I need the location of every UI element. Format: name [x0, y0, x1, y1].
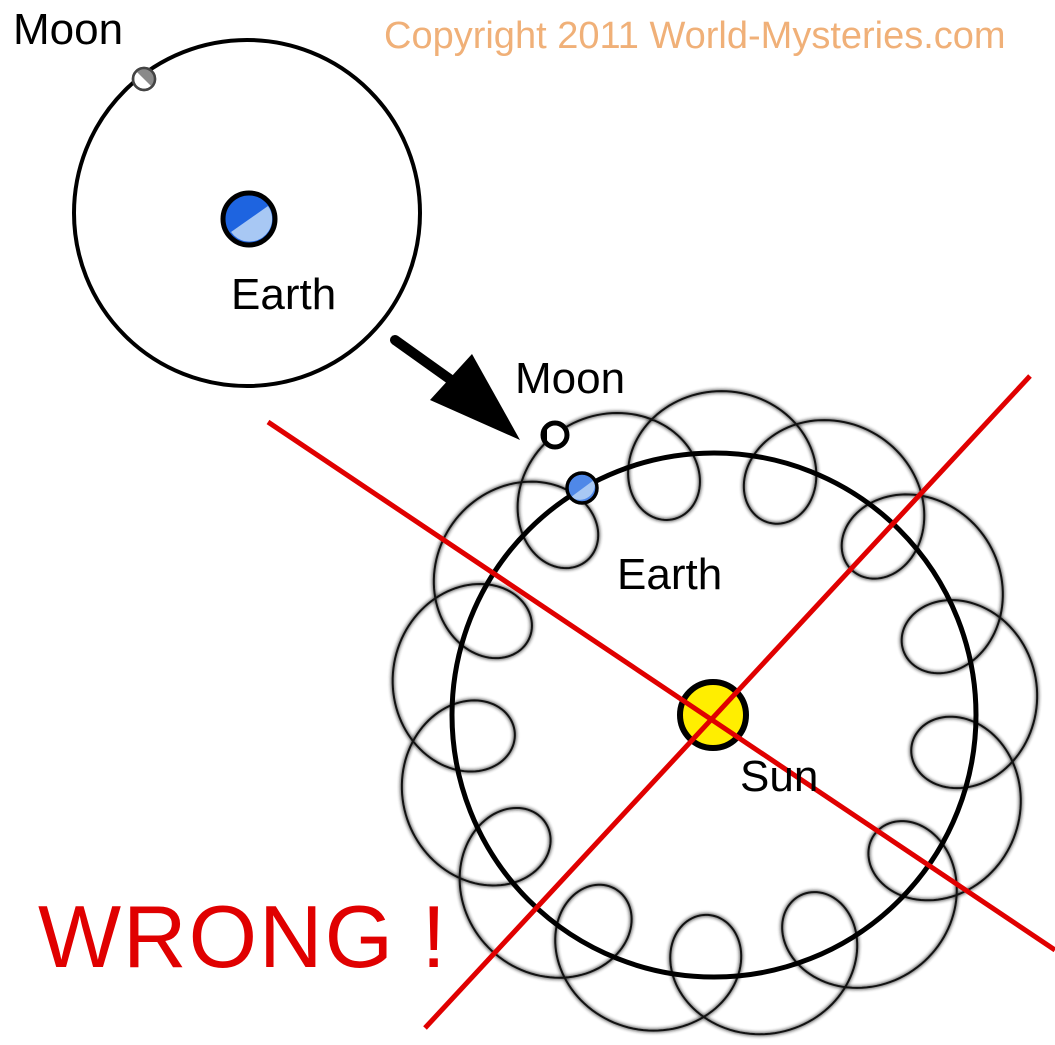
arrow-down-right-icon — [395, 340, 520, 440]
moon-label-top: Moon — [13, 8, 123, 52]
copyright-notice: Copyright 2011 World-Mysteries.com — [384, 17, 1006, 55]
wrong-verdict: WRONG ! — [38, 893, 448, 981]
top-earth-icon — [223, 193, 275, 245]
moon-label-bottom: Moon — [515, 357, 625, 401]
earth-moon-system — [74, 40, 420, 386]
bottom-moon-icon — [543, 423, 567, 447]
earth-label-top: Earth — [231, 273, 336, 317]
bottom-earth-icon — [567, 473, 597, 503]
earth-label-bottom: Earth — [617, 553, 722, 597]
top-moon-icon — [133, 68, 155, 90]
sun-label: Sun — [740, 755, 818, 799]
